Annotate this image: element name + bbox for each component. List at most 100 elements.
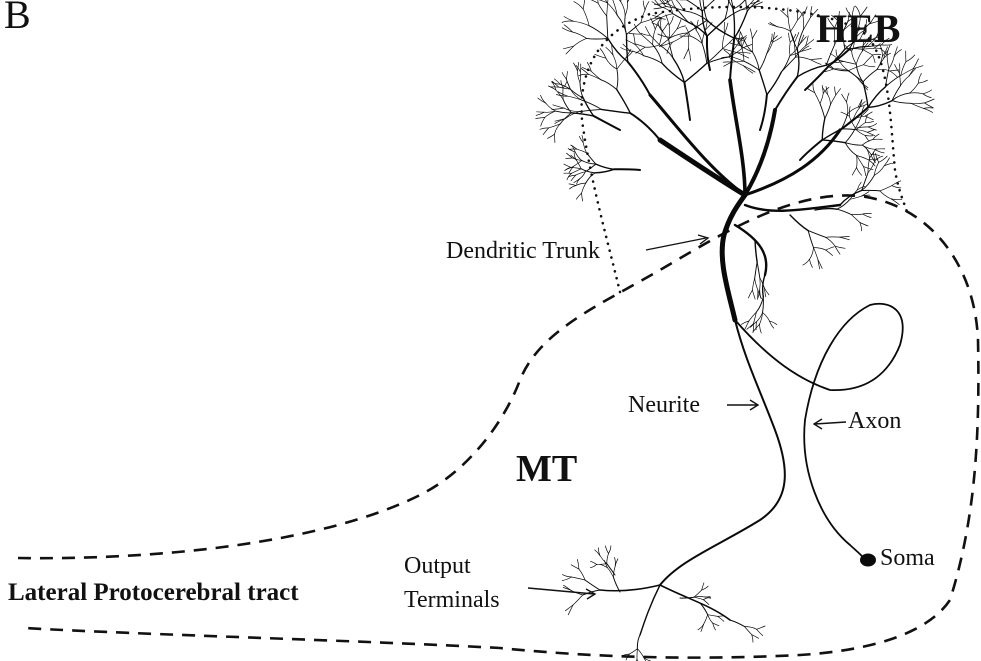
dendrite-branch [837,209,851,214]
dendrite-branch [845,143,862,145]
dendrite-branch [865,121,873,122]
dendrite-branch [583,98,593,116]
dendrite-branch [589,74,601,79]
dendrite-branch [752,278,754,290]
dendrite-branch [840,236,850,237]
dendrite-branch [536,112,544,115]
dendrite-branch [880,186,892,191]
dendrite-branch [587,38,608,39]
neurite [660,320,785,585]
dendrite-branch [760,95,767,130]
dendrite-branch [591,71,601,80]
dendrite-branch [582,183,586,193]
dendrite-branch [747,324,754,330]
dendrite-branch [607,16,608,38]
output-terminal-twig [591,561,597,564]
dendrite-branch [566,72,567,80]
dendrite-branch [576,193,581,199]
dendrite-branch [636,47,645,53]
dendrite-branch [562,21,574,22]
dendrite-branch [794,32,799,42]
dendrite-branch [899,64,900,74]
dendrite-branch [815,93,820,104]
dendrite-branch [892,181,901,186]
output-terminal-twig [757,626,766,629]
dendrite-branch [574,2,583,10]
dendrite-branch [826,237,836,246]
output-terminal-twig [614,577,621,592]
dendrite-branch [790,51,802,55]
primary-dendrite [735,225,766,275]
dendrite-branch [562,73,566,79]
dendrite-branch [910,83,919,93]
dendrite-branch [627,23,641,35]
dendrite-branch [877,59,884,70]
dendrite-branch [924,108,934,109]
dendrite-branch [585,164,596,172]
dendrite-branch [910,93,923,94]
output-terminal-branch [600,585,660,591]
dendrite-branch [580,72,581,83]
dendrite-branch [546,103,556,111]
output-terminal-twig [637,635,640,649]
dendrite-branch [601,109,630,113]
dendrite-branch [723,33,725,48]
dendrite-branch [759,70,767,94]
dendrite-branch [662,23,668,31]
dendrite-branch [840,237,850,240]
dendrite-branch [865,112,872,116]
dendrite-branch [868,124,877,127]
dendrite-branch [752,30,757,38]
dendrite-branch [628,62,650,95]
output-terminal-twig [694,597,703,600]
dendrite-branch [645,2,649,10]
output-terminal-twig [757,629,763,635]
dendrite-branch [851,215,860,223]
dendrite-branch [835,246,845,248]
dendrite-branch [617,69,618,89]
output-terminal-twig [708,615,713,623]
dendrite-branch [583,0,585,9]
dendrite-branch [831,95,836,105]
dendrite-branch [621,0,625,2]
dendrite-branch [868,127,876,130]
dendrite-branch [608,38,628,61]
dendrite-branch [814,248,818,260]
dendrite-branch [763,313,770,322]
dendrite-branch [901,62,906,76]
dendrite-branch [918,73,921,83]
dendrite-branch [564,108,579,112]
dendrite-branch [576,183,586,186]
output-terminal-twig [630,649,638,654]
dendrite-branch [810,248,814,260]
dendrite-branch [628,0,634,2]
dendrite-branch [564,17,574,22]
output-terminal-twig [703,597,710,599]
dendrite-branch [867,132,875,135]
dendrite-branch [865,135,873,136]
dendrite-branch [594,116,621,130]
dendrite-branch [547,134,554,138]
dendrite-branch [552,108,564,109]
dendrite-branch [696,30,702,43]
dendrite-branch [820,104,825,119]
dendrite-branch [553,105,564,108]
dendrite-branch [875,149,884,153]
dendrite-branch [572,169,582,174]
dendrite-branch [614,0,620,2]
dendrite-branch [862,140,873,146]
output-terminal-branch [660,585,730,620]
dendrite-branch [810,259,813,267]
dendrite-branch [811,60,822,65]
dendrite-branch [892,101,911,104]
axon-arrow [814,419,846,429]
dendrite-branch [803,7,807,16]
output-terminal-twig [613,566,615,577]
dendrite-branch [857,156,869,160]
dendrite-branch [653,29,656,44]
dendrite-branch [808,231,825,238]
dendrite-branch [860,223,862,231]
dendrite-branch [588,0,598,3]
dendrite-branch [684,63,706,82]
soma-label: Soma [880,545,935,571]
